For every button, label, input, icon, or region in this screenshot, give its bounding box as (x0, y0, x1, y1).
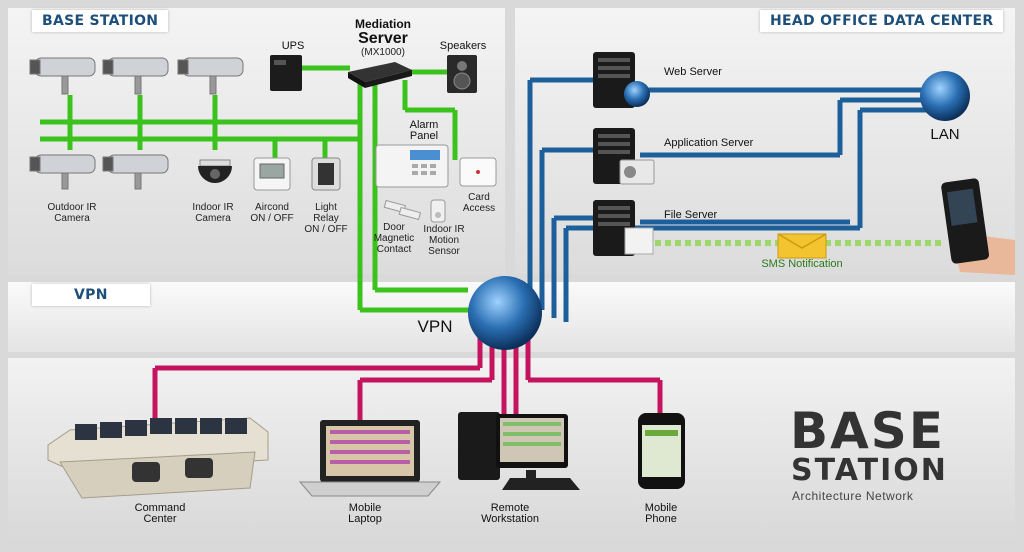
light-relay-label-3: ON / OFF (304, 224, 348, 235)
thermostat-icon (253, 157, 291, 191)
mobile-phone-hand-icon (941, 178, 1015, 275)
speakers-label: Speakers (439, 40, 487, 52)
workstation-icon (458, 412, 580, 490)
motion-sensor-label-2: Motion (428, 235, 459, 246)
aircond-label-1: Aircond (255, 202, 289, 213)
door-contact-label-2: Magnetic (373, 233, 415, 244)
motion-sensor-label-1: Indoor IR (423, 224, 465, 235)
mobile-phone-label-2: Phone (645, 513, 677, 525)
file-server-label: File Server (664, 209, 718, 221)
door-contact-label-3: Contact (376, 244, 412, 255)
head-office-section-label: HEAD OFFICE DATA CENTER (760, 10, 1004, 32)
sms-notification-label: SMS Notification (761, 258, 843, 270)
ups-icon (270, 55, 302, 91)
mobile-laptop-label-2: Laptop (348, 513, 382, 525)
brand-title-line1: BASE (790, 402, 945, 460)
light-relay-label-2: Relay (313, 213, 339, 224)
speaker-icon (447, 55, 477, 93)
alarm-panel-label-1: Alarm (409, 119, 439, 131)
lan-globe-icon (920, 71, 970, 121)
brand-title-line2: STATION (791, 453, 948, 488)
motion-sensor-icon (430, 199, 446, 223)
file-server-icon (593, 200, 654, 256)
command-center-label-1: Command (134, 502, 186, 514)
command-center-label-2: Center (143, 513, 177, 525)
green-network (40, 65, 480, 313)
base-station-section-label: BASE STATION (32, 10, 169, 32)
application-server-icon (593, 128, 655, 185)
outdoor-camera-icon (29, 57, 244, 190)
door-contact-label-1: Door (383, 222, 405, 233)
card-reader-icon (459, 157, 497, 187)
remote-workstation-label-2: Workstation (481, 513, 539, 525)
card-access-label-1: Card (468, 192, 490, 203)
mediation-server-label: Server (358, 30, 408, 47)
alarm-panel-icon (375, 144, 449, 188)
alarm-panel-label-2: Panel (409, 130, 439, 142)
mobile-phone-icon (638, 413, 685, 489)
envelope-icon (777, 233, 827, 259)
ups-label: UPS (281, 40, 305, 52)
mediation-title: Mediation (355, 17, 411, 31)
card-access-label-2: Access (462, 203, 496, 214)
brand-subtitle: Architecture Network (792, 489, 914, 503)
door-contact-icon (383, 199, 422, 221)
lan-label: LAN (930, 126, 960, 143)
light-switch-icon (311, 157, 341, 191)
remote-workstation-label-1: Remote (490, 502, 530, 514)
mediation-model: (MX1000) (361, 47, 405, 58)
vpn-node-label: VPN (417, 317, 453, 336)
mediation-server-icon (348, 62, 412, 88)
indoor-camera-label-2: Camera (195, 213, 231, 224)
vpn-section-label: VPN (32, 284, 150, 306)
mobile-phone-label-1: Mobile (644, 502, 678, 514)
command-center-icon (47, 417, 269, 499)
light-relay-label-1: Light (315, 202, 337, 213)
application-server-label: Application Server (664, 137, 754, 149)
indoor-camera-label-1: Indoor IR (192, 202, 234, 213)
laptop-icon (298, 420, 442, 497)
mobile-laptop-label-1: Mobile (348, 502, 382, 514)
vpn-globe-icon (468, 276, 542, 350)
dome-camera-icon (198, 159, 232, 183)
outdoor-camera-label-2: Camera (54, 213, 90, 224)
outdoor-camera-label-1: Outdoor IR (47, 202, 97, 213)
motion-sensor-label-3: Sensor (428, 246, 460, 257)
web-server-label: Web Server (664, 66, 722, 78)
web-server-icon (593, 52, 650, 108)
aircond-label-2: ON / OFF (250, 213, 294, 224)
